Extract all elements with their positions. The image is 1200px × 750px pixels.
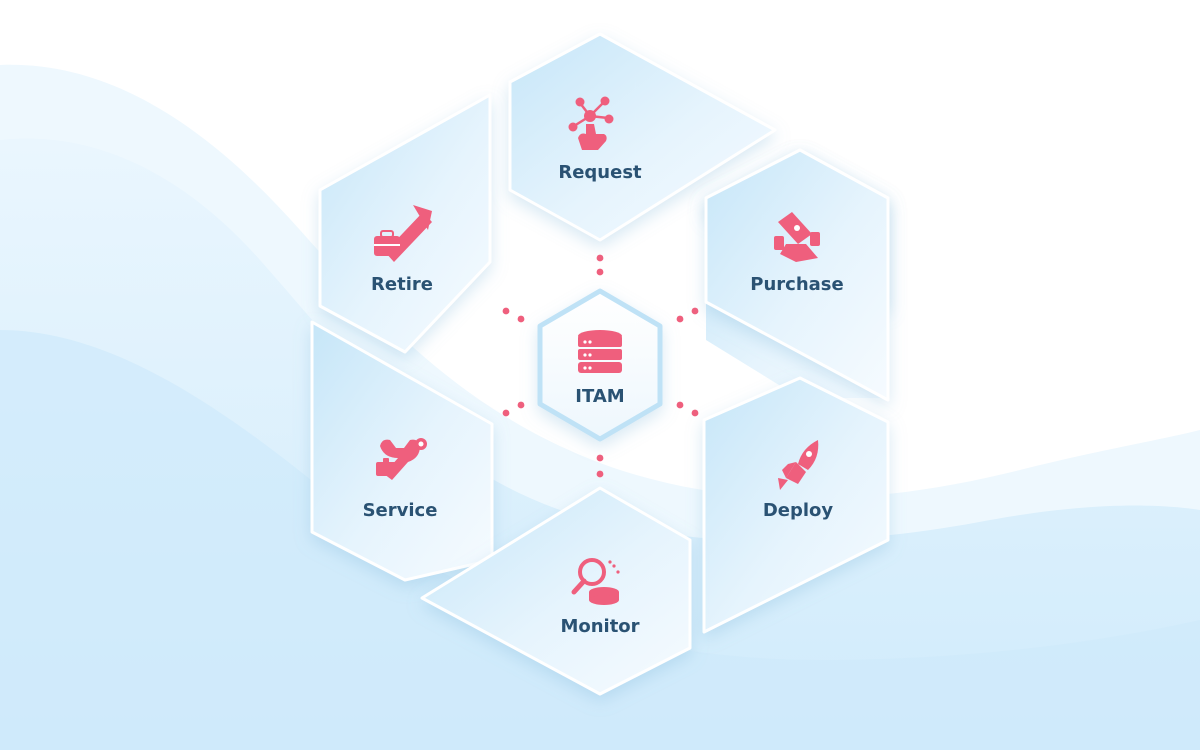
stage-purchase[interactable]: Purchase bbox=[704, 148, 890, 402]
connector-dots bbox=[502, 254, 699, 478]
rocket-icon bbox=[778, 440, 819, 490]
stage-service-label: Service bbox=[363, 500, 438, 521]
stage-service[interactable]: Service bbox=[310, 320, 494, 582]
stage-deploy-label: Deploy bbox=[763, 500, 834, 521]
network-hand-icon bbox=[568, 96, 614, 150]
briefcase-arrow-icon bbox=[374, 205, 432, 262]
wrench-gear-icon bbox=[376, 438, 427, 480]
database-icon bbox=[578, 330, 622, 373]
stage-monitor-label: Monitor bbox=[560, 616, 639, 637]
center-itam[interactable]: ITAM bbox=[537, 288, 663, 442]
stage-deploy[interactable]: Deploy bbox=[702, 376, 890, 634]
stage-purchase-label: Purchase bbox=[750, 274, 843, 295]
stage-monitor[interactable]: Monitor bbox=[420, 486, 692, 696]
center-itam-label: ITAM bbox=[575, 386, 624, 407]
stage-request-label: Request bbox=[558, 162, 642, 183]
stage-request[interactable]: Request bbox=[508, 32, 777, 242]
magnifier-disk-icon bbox=[571, 558, 620, 605]
stage-retire[interactable]: Retire bbox=[318, 93, 492, 354]
cash-handshake-icon bbox=[774, 212, 820, 262]
stage-retire-label: Retire bbox=[371, 274, 433, 295]
